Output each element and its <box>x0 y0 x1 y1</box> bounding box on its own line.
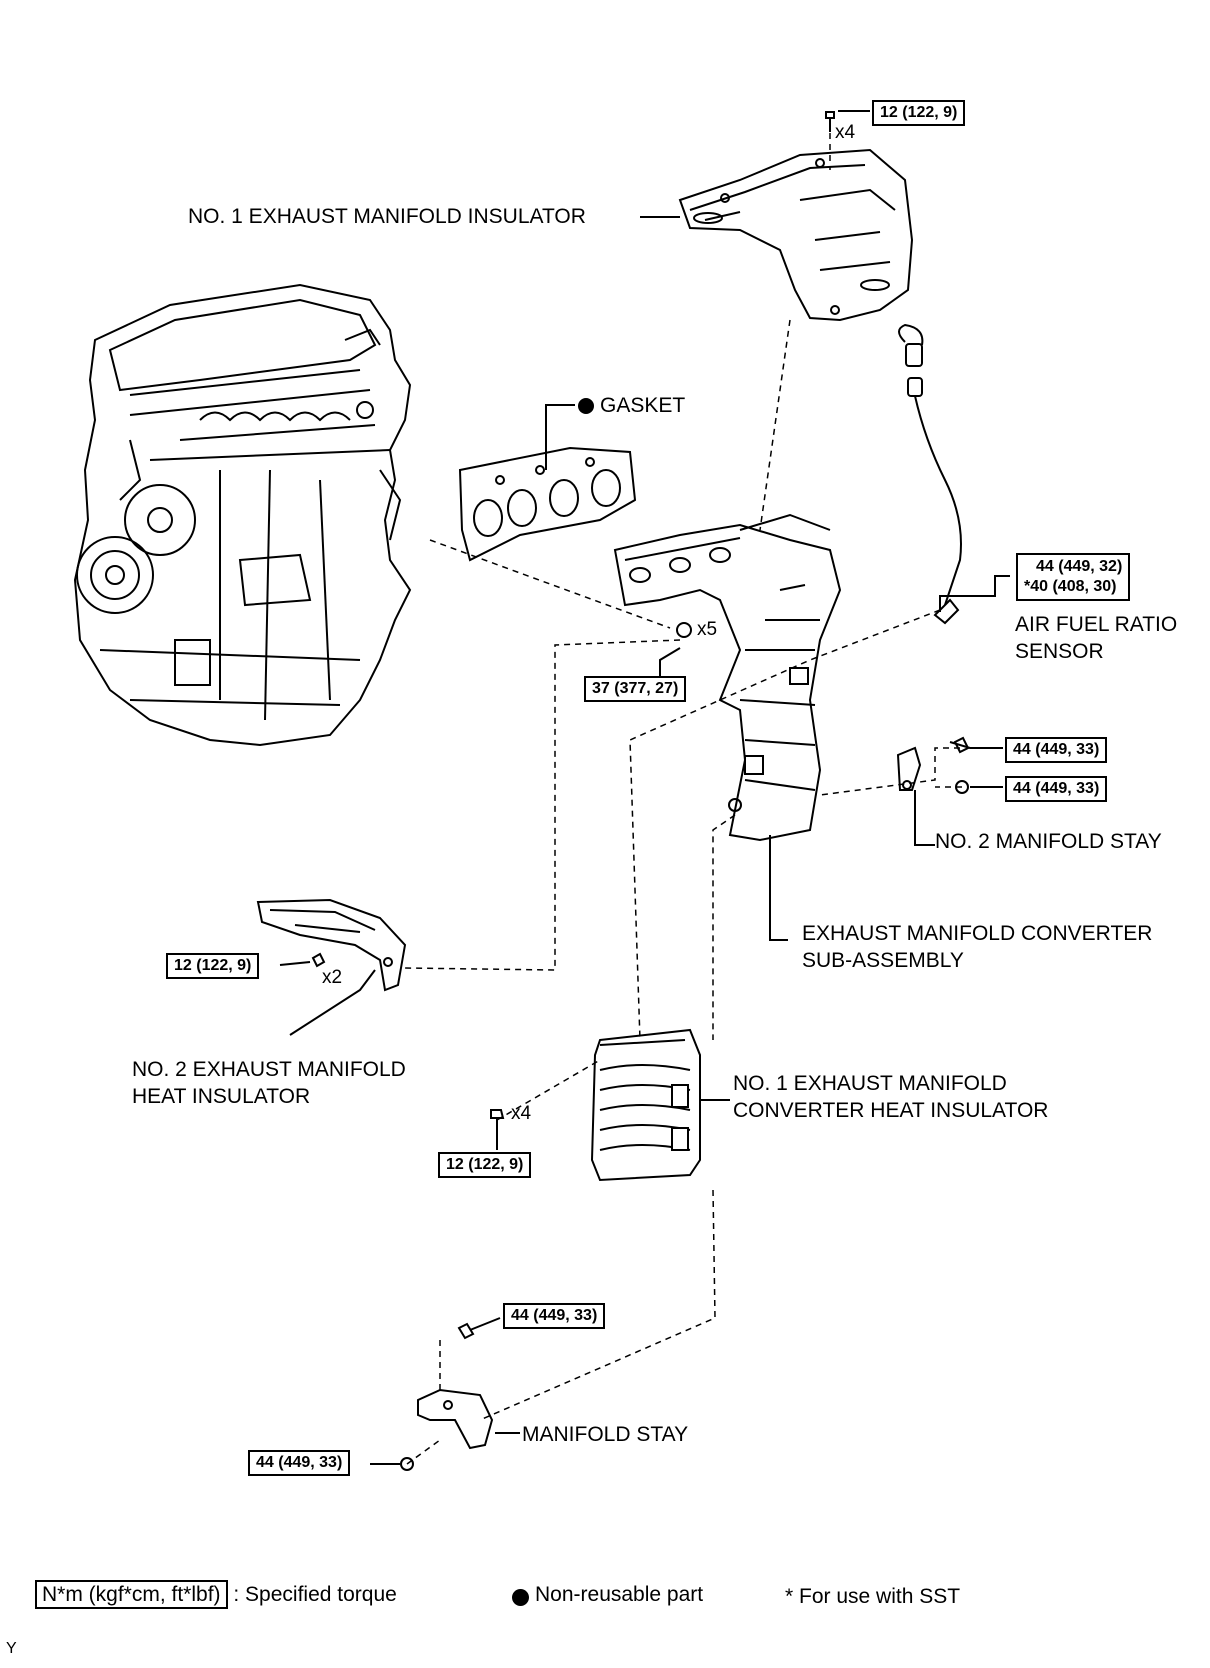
torque-insulator-bolts: 12 (122, 9) <box>872 100 966 126</box>
torque-heat-insulator2-bolts: 12 (122, 9) <box>166 953 260 979</box>
label-air-fuel-ratio-sensor-line2: SENSOR <box>1015 640 1104 663</box>
label-no1-exhaust-manifold-insulator: NO. 1 EXHAUST MANIFOLD INSULATOR <box>188 205 586 228</box>
torque-manifold-nuts: 37 (377, 27) <box>584 676 687 702</box>
heat-insulator-2-bolt-icon <box>311 952 326 968</box>
insulator-bolt-icon <box>825 111 835 132</box>
torque-air-fuel-sensor: 44 (449, 32) *40 (408, 30) <box>1016 553 1131 601</box>
dashed-alignment-lines <box>404 133 962 1465</box>
torque-manifold-stay-nut: 44 (449, 33) <box>248 1450 351 1476</box>
label-exhaust-manifold-converter-line1: EXHAUST MANIFOLD CONVERTER <box>802 922 1153 945</box>
qty-heat-insulator2-bolts: x2 <box>322 967 343 988</box>
torque-stay2-nut: 44 (449, 33) <box>1005 776 1108 802</box>
torque-manifold-stay-bolt: 44 (449, 33) <box>503 1303 606 1329</box>
corner-mark: Y <box>6 1640 17 1657</box>
label-no2-heat-insulator-line2: HEAT INSULATOR <box>132 1085 311 1108</box>
legend-torque: N*m (kgf*cm, ft*lbf) : Specified torque <box>35 1580 397 1609</box>
label-no1-converter-heat-insulator-line1: NO. 1 EXHAUST MANIFOLD <box>733 1072 1007 1095</box>
leader-lines <box>279 110 1010 1465</box>
legend-nonreusable: Non-reusable part <box>535 1583 704 1606</box>
label-no2-manifold-stay: NO. 2 MANIFOLD STAY <box>935 830 1162 853</box>
manifold-stay-illustration <box>417 1388 494 1450</box>
exhaust-manifold-insulator-illustration <box>678 148 914 322</box>
converter-heat-insulator-illustration <box>590 1028 701 1182</box>
qty-converter-heat-insulator-bolts: x4 <box>511 1103 532 1124</box>
torque-stay2-bolt: 44 (449, 33) <box>1005 737 1108 763</box>
qty-manifold-nuts: x5 <box>697 619 718 640</box>
converter-heat-insulator-bolt-icon <box>490 1109 505 1134</box>
legend-nonreusable-bullet-icon <box>512 1589 529 1606</box>
heat-insulator-2-illustration <box>256 898 407 992</box>
gasket-illustration <box>458 446 637 562</box>
legend-torque-unit: N*m (kgf*cm, ft*lbf) <box>35 1580 228 1609</box>
label-exhaust-manifold-converter-line2: SUB-ASSEMBLY <box>802 949 964 972</box>
nonreusable-bullet-icon <box>578 398 594 414</box>
qty-insulator-bolts: x4 <box>835 122 856 143</box>
label-no1-converter-heat-insulator-line2: CONVERTER HEAT INSULATOR <box>733 1099 1049 1122</box>
legend-sst: * For use with SST <box>785 1585 961 1608</box>
label-no2-heat-insulator-line1: NO. 2 EXHAUST MANIFOLD <box>132 1058 406 1081</box>
torque-converter-heat-insulator-bolts: 12 (122, 9) <box>438 1152 532 1178</box>
torque-air-fuel-sensor-standard: 44 (449, 32) <box>1036 558 1123 575</box>
manifold-stay-bolt-icon <box>457 1322 475 1340</box>
legend-torque-text: : Specified torque <box>233 1583 397 1606</box>
torque-air-fuel-sensor-sst: *40 (408, 30) <box>1024 578 1117 595</box>
manifold-nut-icon <box>676 622 692 638</box>
exhaust-manifold-converter-illustration <box>613 513 842 842</box>
air-fuel-ratio-sensor-illustration <box>898 323 962 625</box>
label-gasket: GASKET <box>600 394 686 417</box>
label-air-fuel-ratio-sensor-line1: AIR FUEL RATIO <box>1015 613 1178 636</box>
engine-block-illustration <box>73 283 412 747</box>
label-manifold-stay: MANIFOLD STAY <box>522 1423 689 1446</box>
